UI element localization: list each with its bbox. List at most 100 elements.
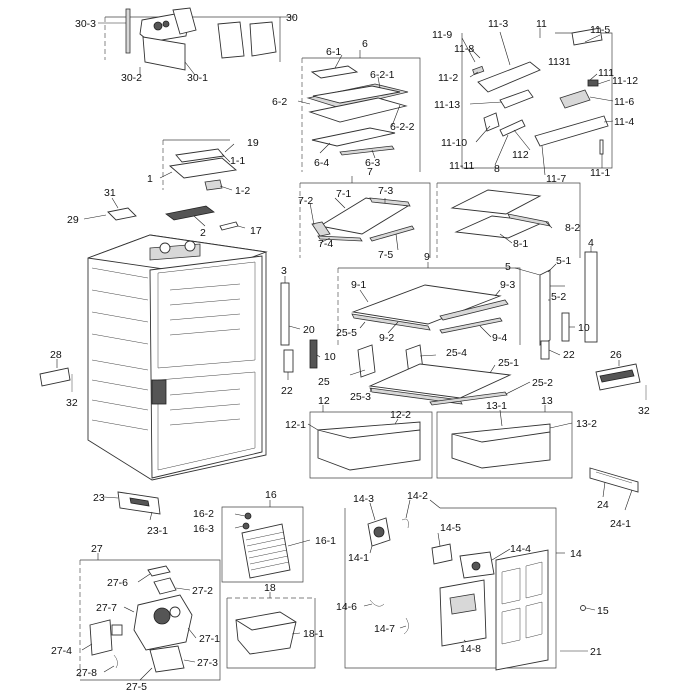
part-14-6 — [369, 599, 385, 607]
part-10a — [309, 339, 318, 369]
callout-21: 21 — [590, 646, 602, 658]
part-12-1-drawer — [317, 421, 421, 471]
callout-32a: 32 — [66, 397, 78, 409]
callout-16-1: 16-1 — [315, 535, 336, 547]
callout-9-4: 9-4 — [492, 332, 507, 344]
part-16-3 — [242, 522, 250, 530]
group-11-control-housing — [461, 27, 614, 176]
group-12-drawer — [307, 405, 433, 479]
part-30-1a-cover — [217, 21, 245, 59]
part-9-2-frame — [351, 313, 431, 331]
part-9-1-glass — [351, 284, 502, 325]
part-5-rail — [539, 269, 551, 346]
part-11-13-filter — [499, 89, 534, 109]
part-30-motor — [172, 7, 197, 35]
callout-11: 11 — [536, 18, 547, 30]
part-29 — [107, 207, 137, 221]
callout-7-2: 7-2 — [298, 195, 313, 207]
callout-27-6: 27-6 — [107, 577, 128, 589]
callout-14-7: 14-7 — [374, 623, 395, 635]
callout-11-1: 11-1 — [590, 167, 610, 179]
callout-30: 30 — [286, 12, 298, 24]
callout-8: 8 — [494, 163, 500, 175]
callout-15: 15 — [597, 605, 609, 617]
part-11-6 — [559, 89, 591, 109]
callout-13-2: 13-2 — [576, 418, 597, 430]
group-27-compressor — [79, 553, 221, 681]
part-6-4-bracket — [311, 127, 396, 147]
callout-9: 9 — [424, 251, 430, 263]
callout-111: 111 — [598, 67, 614, 79]
callout-27-4: 27-4 — [51, 645, 72, 657]
callout-16: 16 — [265, 489, 277, 501]
part-14-5 — [431, 543, 453, 565]
part-1-cover — [168, 157, 238, 179]
callout-7-5: 7-5 — [378, 249, 393, 261]
part-18-1-tray — [235, 611, 297, 655]
part-25-frame — [369, 387, 463, 405]
group-8-shelf — [436, 182, 581, 258]
part-3-rail — [280, 282, 290, 346]
callout-25-2: 25-2 — [532, 377, 553, 389]
callout-14-1: 14-1 — [348, 552, 369, 564]
callout-6-2-1: 6-2-1 — [370, 69, 395, 81]
callout-4: 4 — [588, 237, 594, 249]
callout-6-2-2: 6-2-2 — [390, 121, 415, 133]
callout-9-2: 9-2 — [379, 332, 394, 344]
callout-27-3: 27-3 — [197, 657, 218, 669]
part-10b — [561, 312, 570, 342]
callout-23: 23 — [93, 492, 105, 504]
part-22a — [283, 349, 294, 373]
part-30-2-bucket — [142, 36, 186, 71]
part-30-3-rod — [125, 8, 131, 54]
callout-31: 31 — [104, 187, 116, 199]
group-14-door — [344, 499, 596, 671]
callout-10b: 10 — [578, 322, 590, 334]
callout-14-4: 14-4 — [510, 543, 531, 555]
part-14-8-panel — [439, 579, 487, 647]
part-11-3-bracket — [477, 61, 541, 93]
part-9-4 — [439, 317, 503, 334]
callout-27-1: 27-1 — [199, 633, 220, 645]
callout-6-4: 6-4 — [314, 157, 329, 169]
callout-7: 7 — [367, 166, 373, 178]
part-27-2 — [153, 577, 177, 595]
part-6-2-glass — [308, 97, 408, 123]
callout-7-1: 7-1 — [336, 188, 351, 200]
callout-13: 13 — [541, 395, 553, 407]
callout-11-12: 11-12 — [612, 75, 638, 87]
part-2-grille — [165, 205, 215, 221]
callout-30-2: 30-2 — [121, 72, 142, 84]
callout-27-5: 27-5 — [126, 681, 147, 693]
callout-27-8: 27-8 — [76, 667, 97, 679]
callout-11-5: 11-5 — [590, 24, 610, 36]
callout-9-3: 9-3 — [500, 279, 515, 291]
callout-8-1: 8-1 — [513, 238, 528, 250]
callout-1-2: 1-2 — [235, 185, 250, 197]
part-25-2-rail — [429, 391, 508, 406]
callout-12: 12 — [318, 395, 330, 407]
callout-28: 28 — [50, 349, 62, 361]
callout-25-1: 25-1 — [498, 357, 519, 369]
callout-112: 112 — [512, 149, 529, 161]
group-18-tray — [226, 592, 316, 669]
group-7-shelf — [299, 176, 431, 258]
part-16-2 — [244, 512, 252, 520]
part-7-5 — [369, 225, 415, 242]
part-11-4-panel — [534, 115, 609, 147]
callout-24: 24 — [597, 499, 609, 511]
callout-6-2: 6-2 — [272, 96, 287, 108]
group-25-shelf — [349, 344, 531, 406]
part-14-2 — [401, 518, 409, 529]
callout-11-8: 11-8 — [454, 43, 474, 55]
callout-18-1: 18-1 — [303, 628, 324, 640]
part-30-1b-cover — [249, 21, 277, 57]
part-27-4 — [89, 619, 113, 656]
callout-27-7: 27-7 — [96, 602, 117, 614]
part-112 — [499, 119, 526, 137]
callout-5-2: 5-2 — [551, 291, 566, 303]
part-27-3-motor — [149, 645, 185, 673]
part-24 — [589, 467, 639, 493]
callout-11-6: 11-6 — [614, 96, 634, 108]
